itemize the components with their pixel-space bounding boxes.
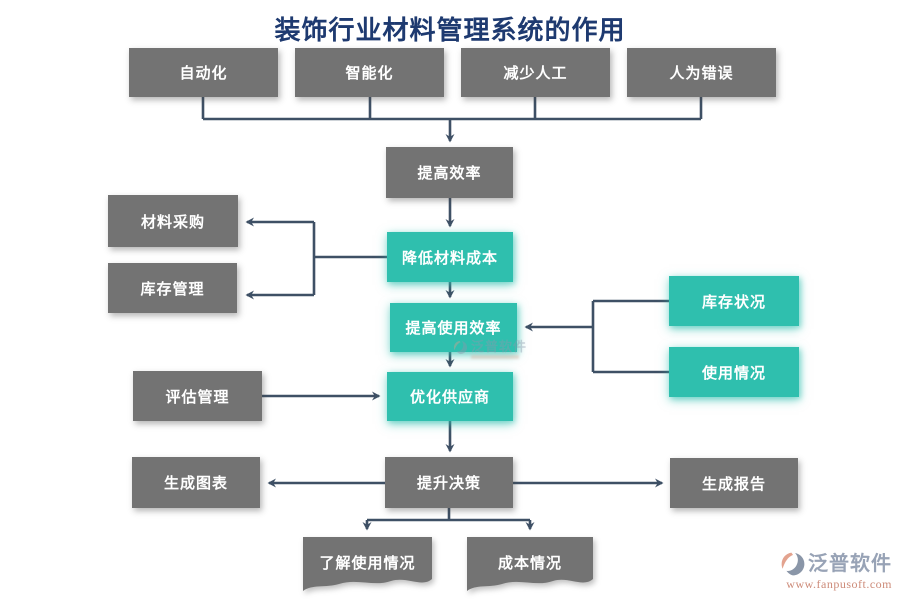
- node-improve-decision: 提升决策: [385, 457, 513, 508]
- node-understand-usage-label: 了解使用情况: [319, 554, 416, 572]
- fanpu-logo-name: 泛普软件: [808, 553, 892, 575]
- node-optimize-suppliers: 优化供应商: [387, 372, 513, 421]
- document-shape: [467, 537, 593, 591]
- node-cost-status: 成本情况: [467, 537, 593, 593]
- node-intelligence: 智能化: [295, 48, 444, 97]
- node-reduce-material-cost: 降低材料成本: [387, 232, 513, 282]
- node-improve-usage-efficiency: 提高使用效率: [390, 303, 517, 352]
- page-title: 装饰行业材料管理系统的作用: [274, 15, 626, 45]
- watermark: 泛普软件: [453, 340, 527, 359]
- node-reduce-labor: 减少人工: [461, 48, 610, 97]
- watermark-logo-icon: [453, 340, 468, 355]
- node-inventory-management: 库存管理: [108, 263, 237, 313]
- node-improve-efficiency: 提高效率: [386, 147, 513, 198]
- node-generate-charts: 生成图表: [132, 457, 260, 508]
- node-usage-status: 使用情况: [669, 347, 799, 397]
- fanpu-logo-url: www.fanpusoft.com: [786, 577, 892, 591]
- node-human-error: 人为错误: [627, 48, 776, 97]
- node-inventory-status: 库存状况: [669, 276, 799, 326]
- watermark-subtext-bar: [471, 355, 519, 359]
- node-generate-reports: 生成报告: [670, 458, 798, 508]
- node-cost-status-label: 成本情况: [497, 554, 562, 572]
- watermark-text: 泛普软件: [471, 339, 528, 354]
- node-evaluation-management: 评估管理: [133, 371, 262, 421]
- fanpu-logo-icon: [781, 552, 805, 576]
- document-shape: [303, 537, 432, 591]
- node-understand-usage: 了解使用情况: [303, 537, 432, 593]
- node-automation: 自动化: [129, 48, 278, 97]
- fanpu-logo[interactable]: 泛普软件 www.fanpusoft.com: [760, 551, 892, 592]
- node-material-procurement: 材料采购: [108, 195, 238, 247]
